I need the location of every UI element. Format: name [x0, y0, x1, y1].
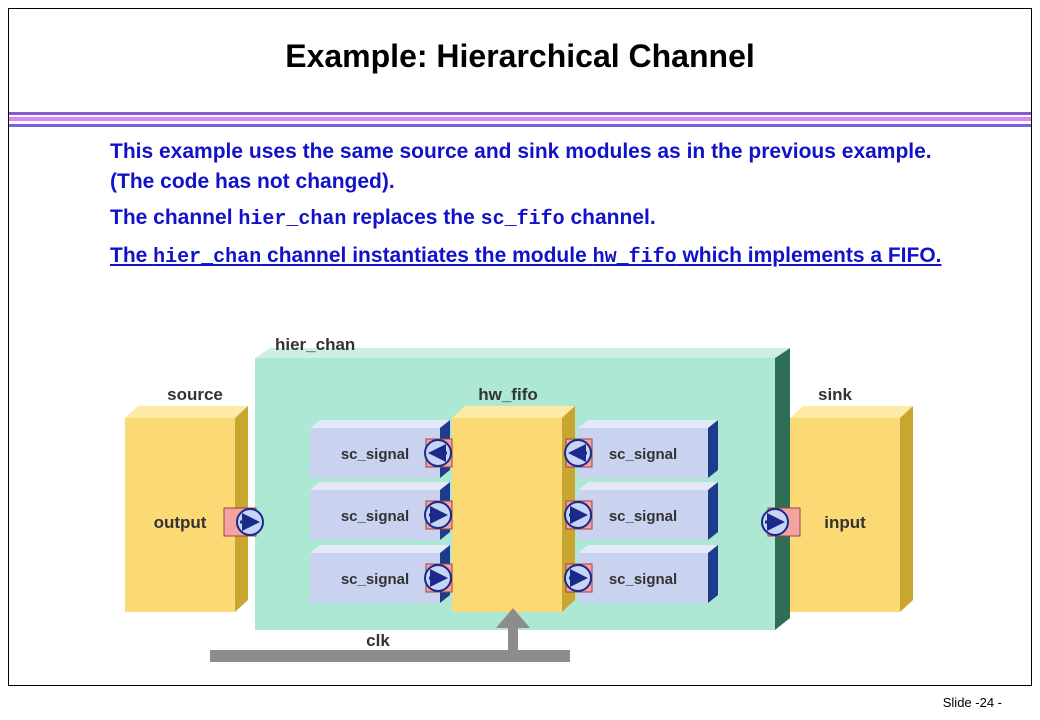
input-label: input: [824, 513, 866, 532]
sc-signal-box: sc_signal: [310, 482, 450, 540]
fifo-port: [424, 563, 453, 593]
body-text-segment: The channel: [110, 206, 239, 229]
body-text-segment: The: [110, 244, 154, 267]
fifo-port: [564, 563, 593, 593]
body-paragraph: The channel hier_chan replaces the sc_fi…: [110, 203, 960, 235]
sc-signal-box: sc_signal: [310, 545, 450, 603]
fifo-port: [564, 438, 593, 468]
hw-fifo-module: [452, 406, 575, 612]
sc-signal-label: sc_signal: [609, 571, 677, 588]
sink-module: [790, 406, 913, 612]
code-term: sc_fifo: [480, 208, 565, 231]
title-rule-top: [9, 112, 1031, 115]
body-text-segment: which implements a FIFO.: [676, 244, 942, 267]
sc-signal-box: sc_signal: [578, 420, 718, 478]
sc-signal-box: sc_signal: [578, 482, 718, 540]
sc-signal-label: sc_signal: [341, 571, 409, 588]
fifo-port: [564, 500, 593, 530]
title-rule-middle: [9, 117, 1031, 121]
body-text-segment: channel instantiates the module: [261, 244, 593, 267]
diagram-svg: sc_signal sc_signal sc_signal sc_signal sc_s…: [125, 335, 913, 662]
code-term: hier_chan: [153, 246, 262, 269]
body-paragraph[interactable]: The hier_chan channel instantiates the m…: [110, 241, 960, 273]
body-text-segment: This example uses the same source and si…: [110, 140, 932, 193]
code-term: hier_chan: [238, 208, 347, 231]
input-port: [761, 507, 801, 537]
title-rule-bottom: [9, 124, 1031, 127]
source-label: source: [167, 385, 223, 404]
sc-signal-box: sc_signal: [310, 420, 450, 478]
fifo-port: [424, 500, 453, 530]
output-port: [223, 507, 264, 537]
sc-signal-label: sc_signal: [609, 508, 677, 525]
signals-group: sc_signal sc_signal sc_signal sc_signal sc_s…: [310, 420, 718, 603]
hier-chan-label: hier_chan: [275, 335, 355, 354]
body-paragraph: This example uses the same source and si…: [110, 137, 960, 197]
clk-bus: [210, 608, 570, 662]
code-term: hw_fifo: [592, 246, 677, 269]
hierarchical-channel-diagram: sc_signal sc_signal sc_signal sc_signal sc_s…: [100, 320, 930, 675]
slide-number: Slide -24 -: [942, 695, 1002, 710]
sc-signal-box: sc_signal: [578, 545, 718, 603]
sink-label: sink: [818, 385, 853, 404]
sc-signal-label: sc_signal: [341, 446, 409, 463]
output-label: output: [154, 513, 207, 532]
sc-signal-label: sc_signal: [609, 446, 677, 463]
slide-body: This example uses the same source and si…: [110, 137, 960, 279]
slide-frame: [8, 8, 1032, 686]
body-text-segment: replaces the: [346, 206, 481, 229]
fifo-port: [424, 438, 453, 468]
body-text-segment: channel.: [564, 206, 656, 229]
clk-label: clk: [366, 631, 390, 650]
page-title: Example: Hierarchical Channel: [285, 38, 755, 74]
sc-signal-label: sc_signal: [341, 508, 409, 525]
hw-fifo-label: hw_fifo: [478, 385, 538, 404]
